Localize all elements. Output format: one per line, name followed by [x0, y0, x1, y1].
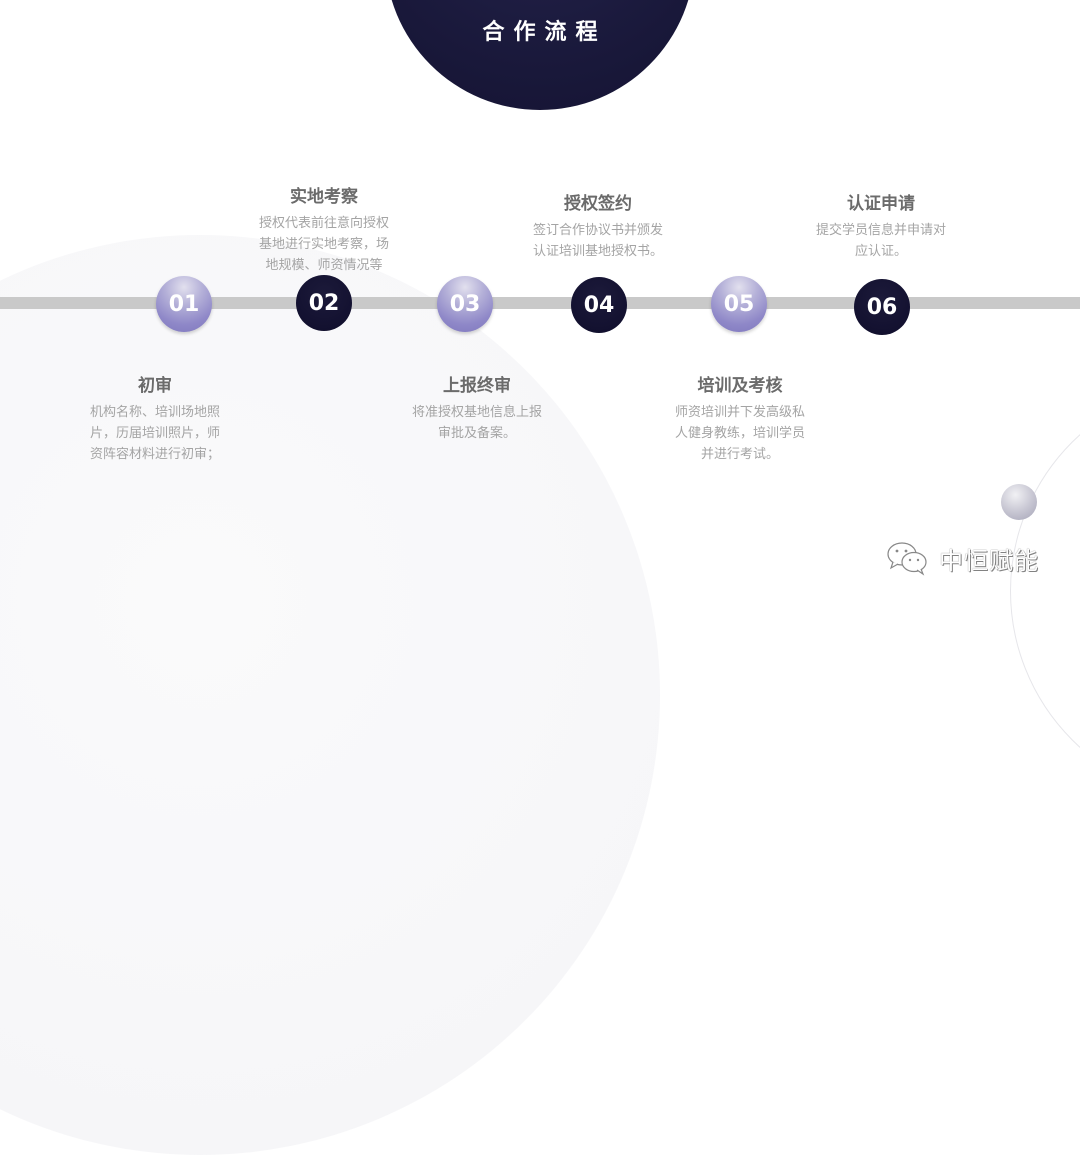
desc-line: 师资培训并下发高级私: [674, 405, 805, 420]
step-title: 认证申请: [847, 194, 915, 214]
desc-line: 审批及备案。: [437, 426, 516, 441]
step-desc: 签订合作协议书并颁发 认证培训基地授权书。: [523, 220, 673, 262]
step-node-01: 01: [156, 276, 212, 332]
step-number: 05: [723, 291, 755, 317]
step-01: 初审 机构名称、培训场地照 片，历届培训照片，师 资阵容材料进行初审；: [80, 371, 230, 465]
step-title: 培训及考核: [697, 376, 783, 396]
step-06: 认证申请 提交学员信息并申请对 应认证。: [806, 189, 956, 262]
desc-line: 将准授权基地信息上报: [411, 405, 542, 420]
step-02: 实地考察 授权代表前往意向授权 基地进行实地考察，场 地规模、师资情况等: [249, 182, 399, 276]
desc-line: 提交学员信息并申请对: [815, 223, 946, 238]
step-number: 03: [449, 291, 481, 317]
desc-line: 认证培训基地授权书。: [532, 244, 663, 259]
step-05: 培训及考核 师资培训并下发高级私 人健身教练，培训学员 并进行考试。: [665, 371, 815, 465]
step-title: 上报终审: [443, 376, 511, 396]
step-node-06: 06: [854, 279, 910, 335]
desc-line: 人健身教练，培训学员: [674, 426, 805, 441]
step-title: 授权签约: [564, 194, 632, 214]
step-desc: 将准授权基地信息上报 审批及备案。: [402, 402, 552, 444]
page-title: 合作流程: [482, 20, 607, 45]
background-arc: [1010, 380, 1080, 802]
desc-line: 机构名称、培训场地照: [89, 405, 220, 420]
step-title: 初审: [138, 376, 172, 396]
step-node-02: 02: [296, 275, 352, 331]
step-node-04: 04: [571, 277, 627, 333]
step-node-05: 05: [711, 276, 767, 332]
step-03: 上报终审 将准授权基地信息上报 审批及备案。: [402, 371, 552, 444]
wechat-icon: [887, 542, 927, 576]
desc-line: 资阵容材料进行初审；: [89, 447, 220, 462]
step-number: 01: [168, 291, 200, 317]
step-title: 实地考察: [290, 187, 358, 207]
desc-line: 基地进行实地考察，场: [258, 237, 389, 252]
desc-line: 应认证。: [854, 244, 907, 259]
watermark: 中恒赋能: [885, 540, 1039, 576]
step-desc: 机构名称、培训场地照 片，历届培训照片，师 资阵容材料进行初审；: [80, 402, 230, 465]
step-number: 04: [583, 292, 615, 318]
watermark-text: 中恒赋能: [939, 546, 1039, 575]
step-number: 02: [308, 290, 340, 316]
desc-line: 地规模、师资情况等: [265, 258, 383, 273]
step-desc: 师资培训并下发高级私 人健身教练，培训学员 并进行考试。: [665, 402, 815, 465]
timeline-bar: [0, 297, 1080, 309]
desc-line: 签订合作协议书并颁发: [532, 223, 663, 238]
desc-line: 片，历届培训照片，师: [89, 426, 220, 441]
decorative-ball: [1001, 484, 1037, 520]
step-desc: 提交学员信息并申请对 应认证。: [806, 220, 956, 262]
step-04: 授权签约 签订合作协议书并颁发 认证培训基地授权书。: [523, 189, 673, 262]
step-desc: 授权代表前往意向授权 基地进行实地考察，场 地规模、师资情况等: [249, 213, 399, 276]
desc-line: 并进行考试。: [700, 447, 779, 462]
step-number: 06: [866, 294, 898, 320]
desc-line: 授权代表前往意向授权: [258, 216, 389, 231]
step-node-03: 03: [437, 276, 493, 332]
